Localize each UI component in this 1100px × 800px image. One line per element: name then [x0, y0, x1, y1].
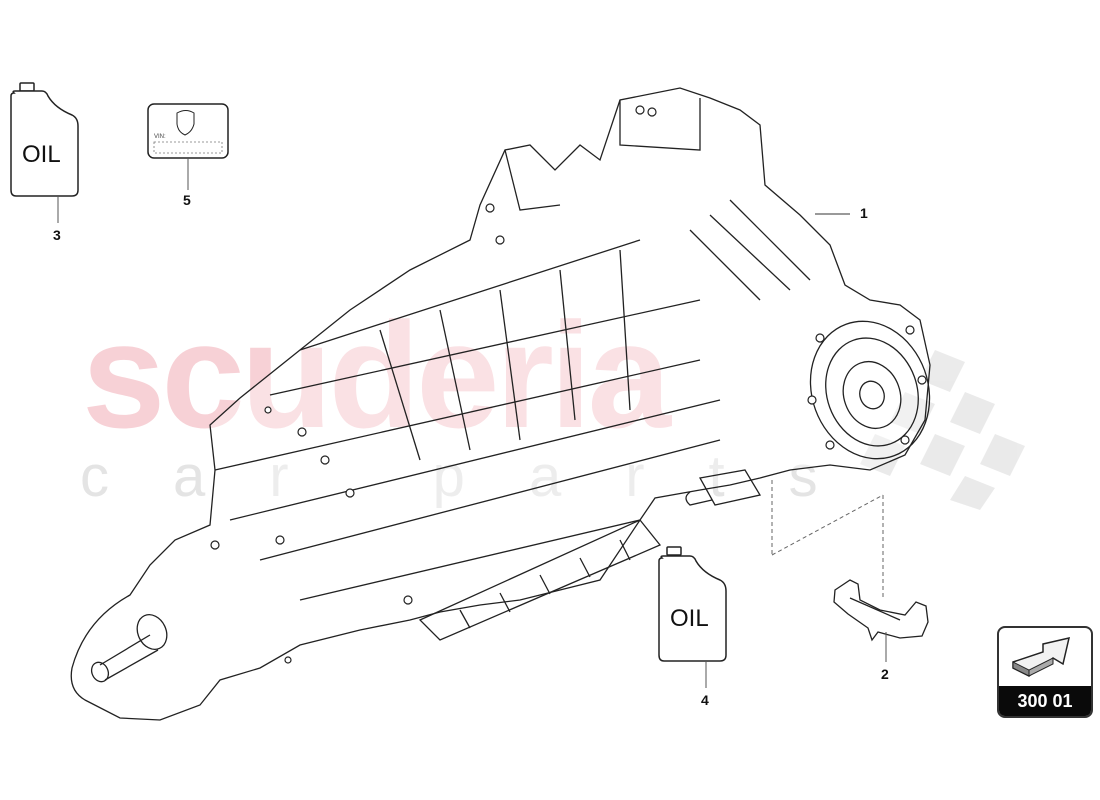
navigate-section-button[interactable]: 300 01	[997, 626, 1093, 718]
vin-plate-5-drawing	[147, 103, 229, 159]
oil-bottle-3-label: OIL	[22, 141, 61, 168]
oil-bottle-4-drawing	[658, 546, 727, 662]
oil-bottle-3-drawing	[10, 82, 79, 197]
dashed-guide-lines	[771, 480, 884, 600]
transmission-1-drawing	[70, 87, 931, 721]
callout-part-1[interactable]: 1	[860, 205, 868, 221]
arrow-3d-icon	[1012, 636, 1071, 677]
vin-plate-label: VIN:	[154, 134, 166, 140]
bolt-holes	[210, 105, 927, 664]
callout-part-4[interactable]: 4	[701, 692, 709, 708]
callout-part-5[interactable]: 5	[183, 192, 191, 208]
section-code: 300 01	[999, 686, 1091, 716]
callout-part-2[interactable]: 2	[881, 666, 889, 682]
oil-bottle-4-label: OIL	[670, 605, 709, 632]
bracket-2-drawing	[833, 579, 929, 642]
watermark-subtitle: car parts	[80, 444, 882, 509]
callout-part-3[interactable]: 3	[53, 227, 61, 243]
